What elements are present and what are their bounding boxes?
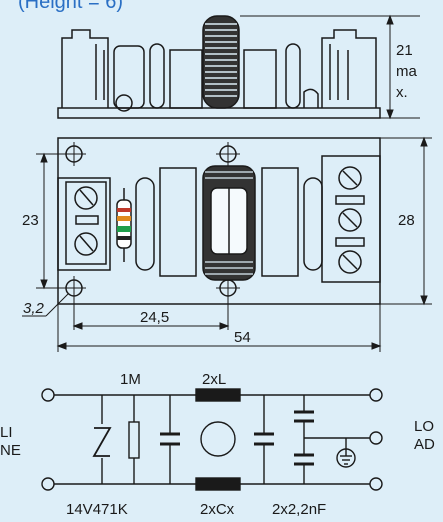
side-view — [57, 15, 381, 119]
inductor-top — [195, 388, 241, 402]
height-max-label-3: x. — [396, 84, 408, 101]
top-varistor — [135, 177, 155, 271]
top-left-terminal — [57, 177, 111, 271]
line-terminal-bottom — [41, 477, 55, 491]
load-terminal-top — [369, 388, 383, 402]
side-toroid-choke — [202, 15, 240, 109]
line-terminal-top — [41, 388, 55, 402]
height-max-dimension — [240, 14, 420, 120]
line-label-2: NE — [0, 442, 21, 459]
earth-icon — [336, 438, 356, 468]
toroid-core-symbol — [200, 421, 236, 457]
header-fragment: (Height = 6) — [18, 0, 123, 13]
side-view-base — [57, 107, 381, 119]
screw-right-1 — [338, 166, 362, 190]
screw-right-3 — [338, 250, 362, 274]
board-length-label: 54 — [234, 329, 251, 346]
side-resistor — [113, 45, 145, 109]
varistor-symbol — [92, 395, 112, 484]
top-view — [57, 137, 381, 305]
cx-capacitor-left — [160, 395, 180, 484]
schematic — [41, 388, 383, 491]
mounting-holes — [62, 142, 240, 300]
board-height-label: 23 — [22, 212, 39, 229]
resistor-symbol — [128, 395, 140, 484]
overall-height-label: 28 — [398, 212, 415, 229]
hole-diameter-leader — [22, 293, 69, 317]
load-terminal-bottom — [369, 477, 383, 491]
top-y-capacitors — [303, 177, 323, 271]
height-max-label-1: 21 — [396, 42, 413, 59]
side-capacitor-left — [169, 49, 203, 109]
top-resistor — [116, 188, 132, 262]
load-label-1: LO — [414, 418, 434, 435]
inductor-value-label: 2xL — [202, 371, 226, 388]
side-capacitor-right — [243, 49, 277, 109]
board-height-dimension — [36, 152, 66, 290]
cy-value-label: 2x2,2nF — [272, 501, 326, 518]
load-terminal-earth — [369, 431, 383, 445]
side-varistor — [115, 94, 133, 112]
screw-left-1 — [74, 186, 98, 210]
top-right-terminal — [321, 155, 381, 283]
hole-diameter-label: 3,2 — [23, 300, 45, 317]
height-max-label-2: ma — [396, 63, 417, 80]
cy-capacitors — [294, 395, 370, 484]
top-capacitor-left — [159, 167, 197, 277]
board-length-dimension — [56, 304, 382, 352]
line-label-1: LI — [0, 424, 13, 441]
load-label-2: AD — [414, 436, 435, 453]
hole-spacing-label: 24,5 — [140, 309, 169, 326]
varistor-part-label: 14V471K — [66, 501, 128, 518]
cx-value-label: 2xCx — [200, 501, 235, 518]
top-capacitor-right — [261, 167, 299, 277]
side-right-terminal — [321, 29, 377, 108]
side-left-terminal — [61, 29, 109, 108]
hole-spacing-dimension — [72, 298, 230, 330]
overall-height-dimension — [380, 136, 432, 306]
screw-right-2 — [338, 208, 362, 232]
cx-capacitor-right — [254, 395, 274, 484]
screw-left-2 — [74, 232, 98, 256]
resistor-value-label: 1M — [120, 371, 141, 388]
top-choke — [202, 165, 256, 281]
inductor-bottom — [195, 477, 241, 491]
